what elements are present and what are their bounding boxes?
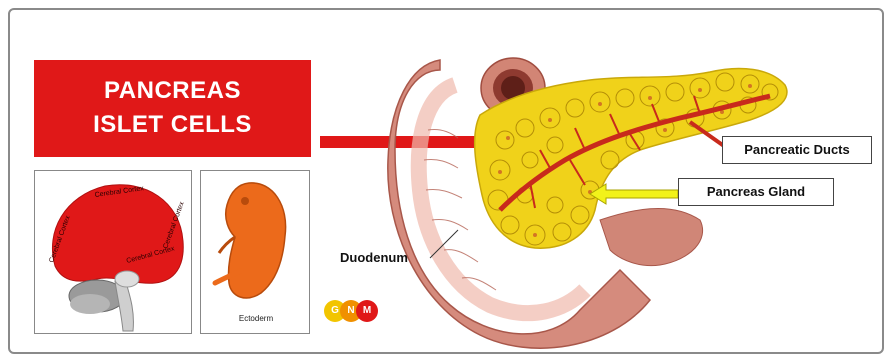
logo-m: M [356, 300, 378, 322]
duodenum-label: Duodenum [340, 250, 408, 265]
gland-pointer-arrow [590, 184, 678, 204]
diagram-frame: PANCREAS ISLET CELLS Cerebral Cortex Cer… [8, 8, 884, 354]
pancreas-gland-label: Pancreas Gland [678, 178, 834, 206]
pancreatic-ducts-label: Pancreatic Ducts [722, 136, 872, 164]
